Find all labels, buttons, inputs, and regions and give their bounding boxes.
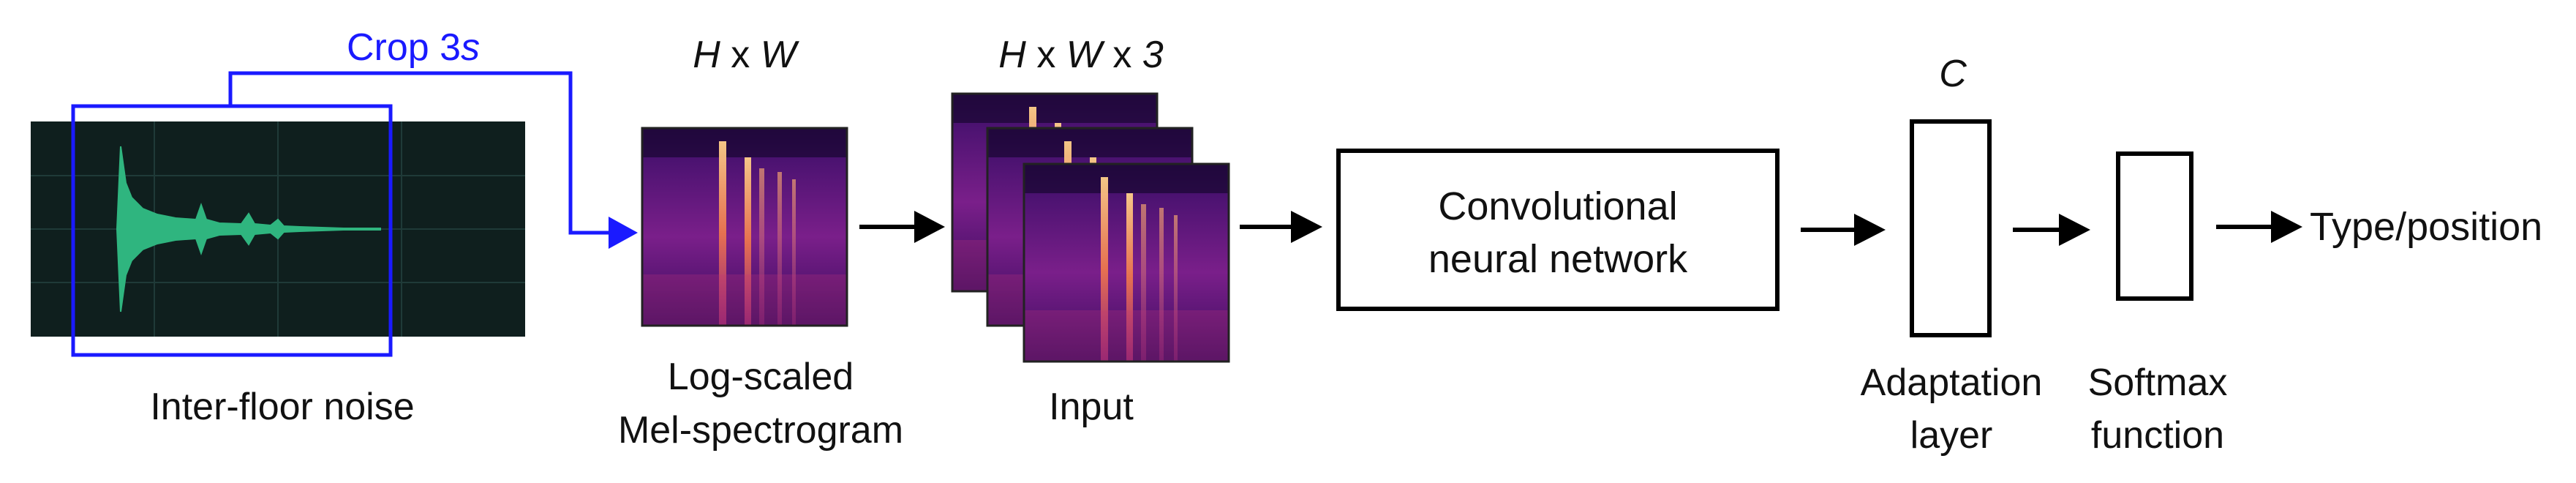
softmax-block: Softmax function bbox=[2088, 151, 2228, 457]
softmax-caption-line1: Softmax bbox=[2088, 362, 2228, 404]
adaptation-caption-line2: layer bbox=[1910, 414, 1993, 457]
cnn-box bbox=[1336, 149, 1780, 311]
input-caption: Input bbox=[1049, 386, 1134, 428]
arrow-spec-to-input bbox=[859, 211, 945, 243]
crop-label: Crop 3s bbox=[347, 26, 480, 69]
waveform-signal bbox=[116, 146, 381, 312]
adaptation-caption-line1: Adaptation bbox=[1861, 362, 2043, 404]
softmax-box bbox=[2116, 151, 2193, 301]
softmax-caption-line2: function bbox=[2091, 414, 2224, 457]
spectrogram-dims: H x W bbox=[693, 34, 799, 76]
spectrogram-caption-line2: Mel-spectrogram bbox=[618, 409, 903, 452]
spectrogram-panel: H x W Log-scaled Mel-spectrogram bbox=[618, 34, 903, 452]
input-dims: H x W x 3 bbox=[998, 34, 1163, 76]
spectrogram-image bbox=[641, 127, 848, 327]
crop-connector: Crop 3s bbox=[228, 26, 638, 249]
cnn-label-line1: Convolutional bbox=[1438, 184, 1677, 228]
waveform-caption: Inter-floor noise bbox=[150, 386, 414, 428]
arrow-softmax-to-output bbox=[2216, 211, 2302, 243]
arrow-adaptation-to-softmax bbox=[2013, 214, 2090, 246]
crop-arrowhead bbox=[609, 217, 638, 249]
spectrogram-caption-line1: Log-scaled bbox=[668, 356, 854, 398]
input-panel: H x W x 3 Input bbox=[951, 34, 1230, 428]
waveform-panel: Inter-floor noise bbox=[31, 104, 525, 428]
cnn-block: Convolutional neural network bbox=[1336, 149, 1780, 311]
output-label: Type/position bbox=[2310, 205, 2542, 249]
arrow-input-to-cnn bbox=[1240, 211, 1322, 243]
adaptation-box bbox=[1910, 119, 1992, 337]
adaptation-dim: C bbox=[1939, 53, 1967, 95]
adaptation-block: C Adaptation layer bbox=[1861, 53, 2043, 457]
input-channel-3 bbox=[1023, 162, 1230, 363]
arrow-cnn-to-adaptation bbox=[1801, 214, 1886, 246]
cnn-label-line2: neural network bbox=[1428, 237, 1688, 281]
